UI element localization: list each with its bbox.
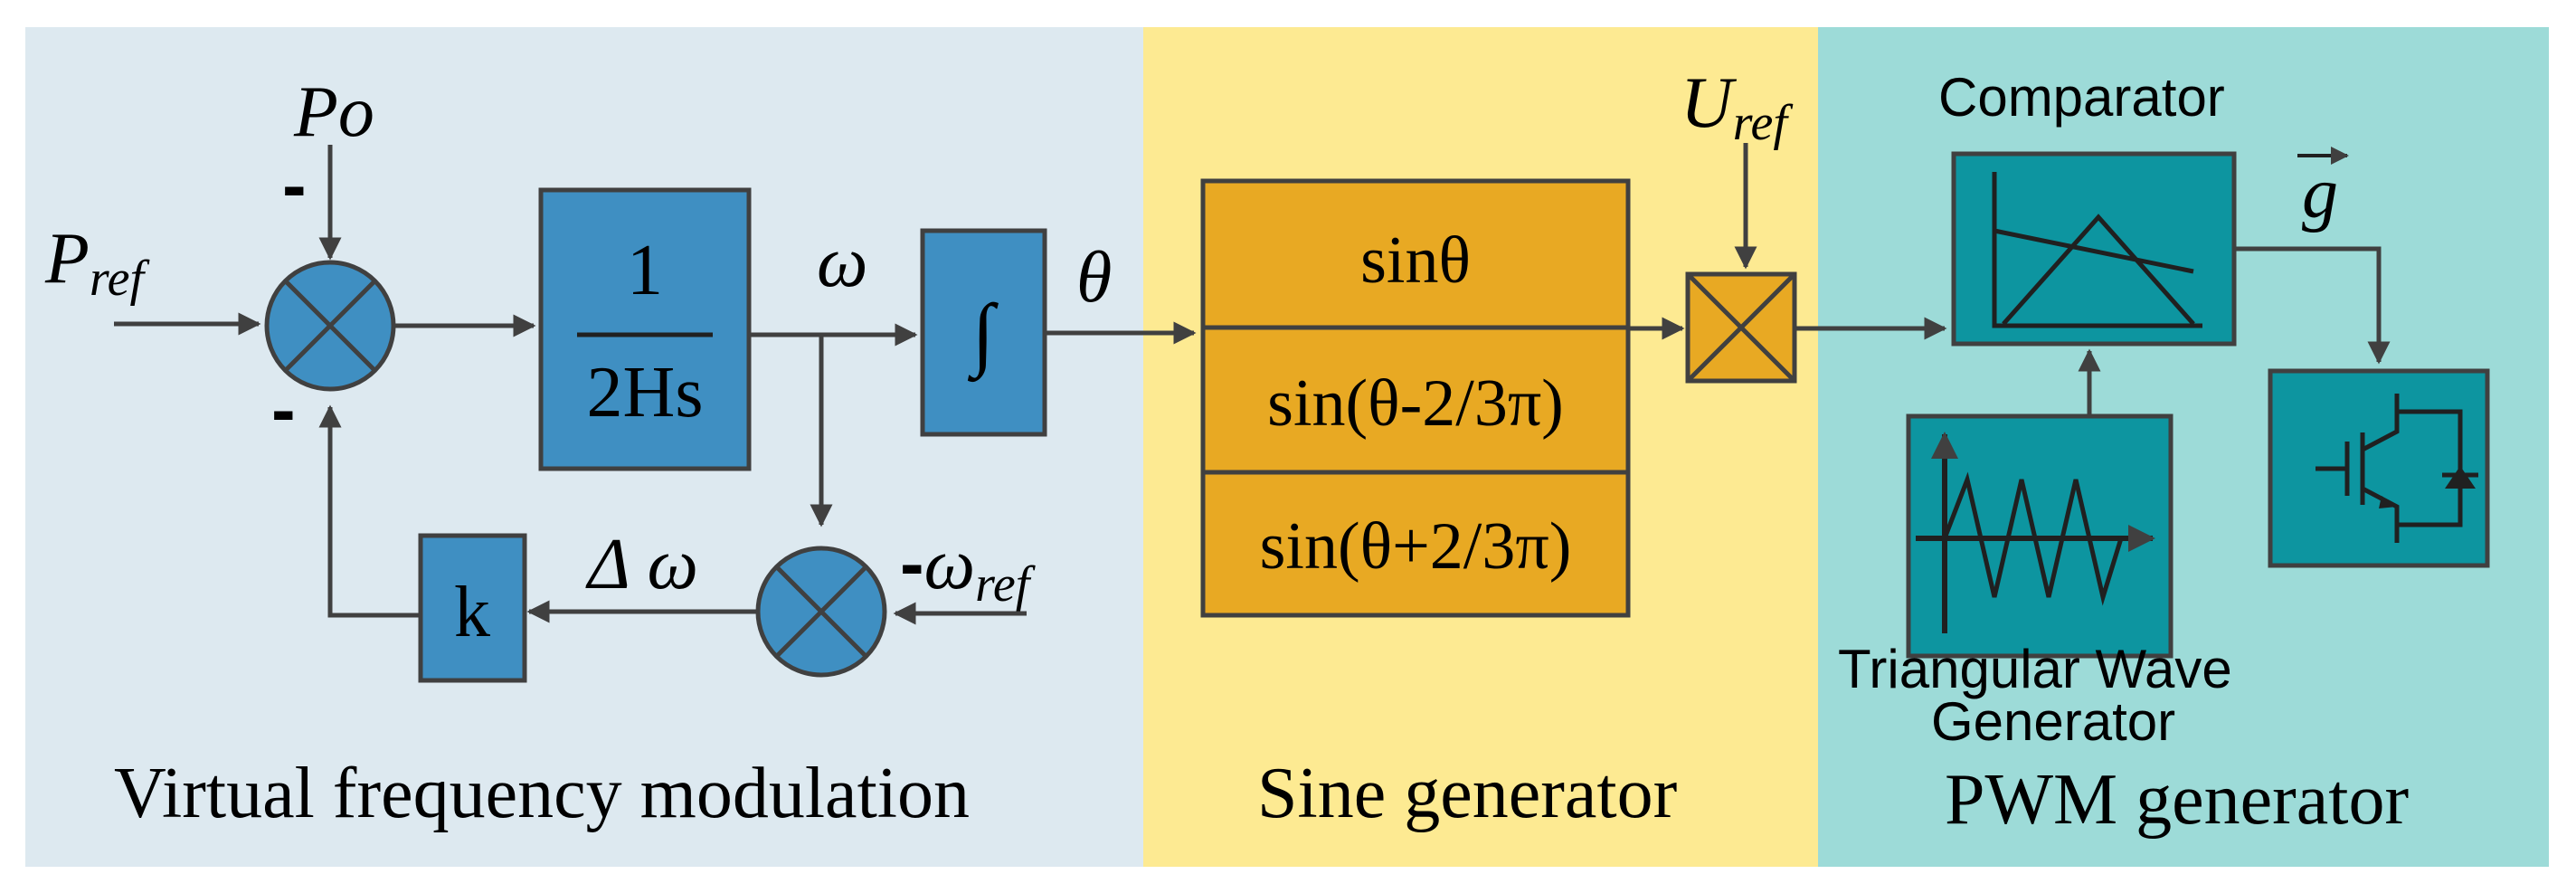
triangle-wave-generator-block xyxy=(1906,413,2174,659)
comparator-label: Comparator xyxy=(1938,67,2225,128)
minus-top-sign: - xyxy=(282,145,307,225)
igbt-switch-icon xyxy=(2268,368,2490,568)
summing-junction-power xyxy=(264,260,396,392)
p-o-label: Po xyxy=(293,72,374,152)
sine-section-label: Sine generator xyxy=(1257,754,1677,833)
integrator-symbol: ∫ xyxy=(968,289,999,383)
theta-label: θ xyxy=(1076,238,1112,318)
gain-symbol: k xyxy=(454,573,490,652)
omega-label: ω xyxy=(817,223,867,302)
sine-table: sinθ sin(θ-2/3π) sin(θ+2/3π) xyxy=(1200,178,1631,618)
g-vector-label: g xyxy=(2302,154,2338,233)
sine-phase-b: sin(θ-2/3π) xyxy=(1267,366,1564,441)
sine-phase-c: sin(θ+2/3π) xyxy=(1260,509,1572,584)
comparator-block xyxy=(1951,151,2237,347)
multiplier-block xyxy=(1685,271,1797,384)
gain-feedback-arrow xyxy=(318,404,421,618)
integrator-block: ∫ xyxy=(920,228,1047,437)
vfm-section-label: Virtual frequency modulation xyxy=(114,754,970,833)
omega-ref-label: -ωref xyxy=(900,523,1037,613)
inertia-denominator: 2Hs xyxy=(587,353,704,432)
comparator-to-switch-arrow xyxy=(2234,246,2391,365)
minus-bottom-sign: - xyxy=(271,369,296,450)
u-ref-label: Uref xyxy=(1681,63,1794,151)
summing-junction-frequency xyxy=(755,546,887,678)
triangle-wave-label-line2: Generator xyxy=(1931,691,2175,752)
triangle-wave-label-line1: Triangular Wave xyxy=(1838,639,2232,699)
inertia-numerator: 1 xyxy=(627,231,663,310)
sine-phase-a: sinθ xyxy=(1360,223,1471,298)
delta-omega-label: Δ ω xyxy=(585,525,698,604)
gain-block: k xyxy=(418,533,527,683)
p-ref-label: Pref xyxy=(44,219,150,307)
inertia-block: 1 2Hs xyxy=(538,187,752,471)
pwm-section-label: PWM generator xyxy=(1945,760,2409,840)
